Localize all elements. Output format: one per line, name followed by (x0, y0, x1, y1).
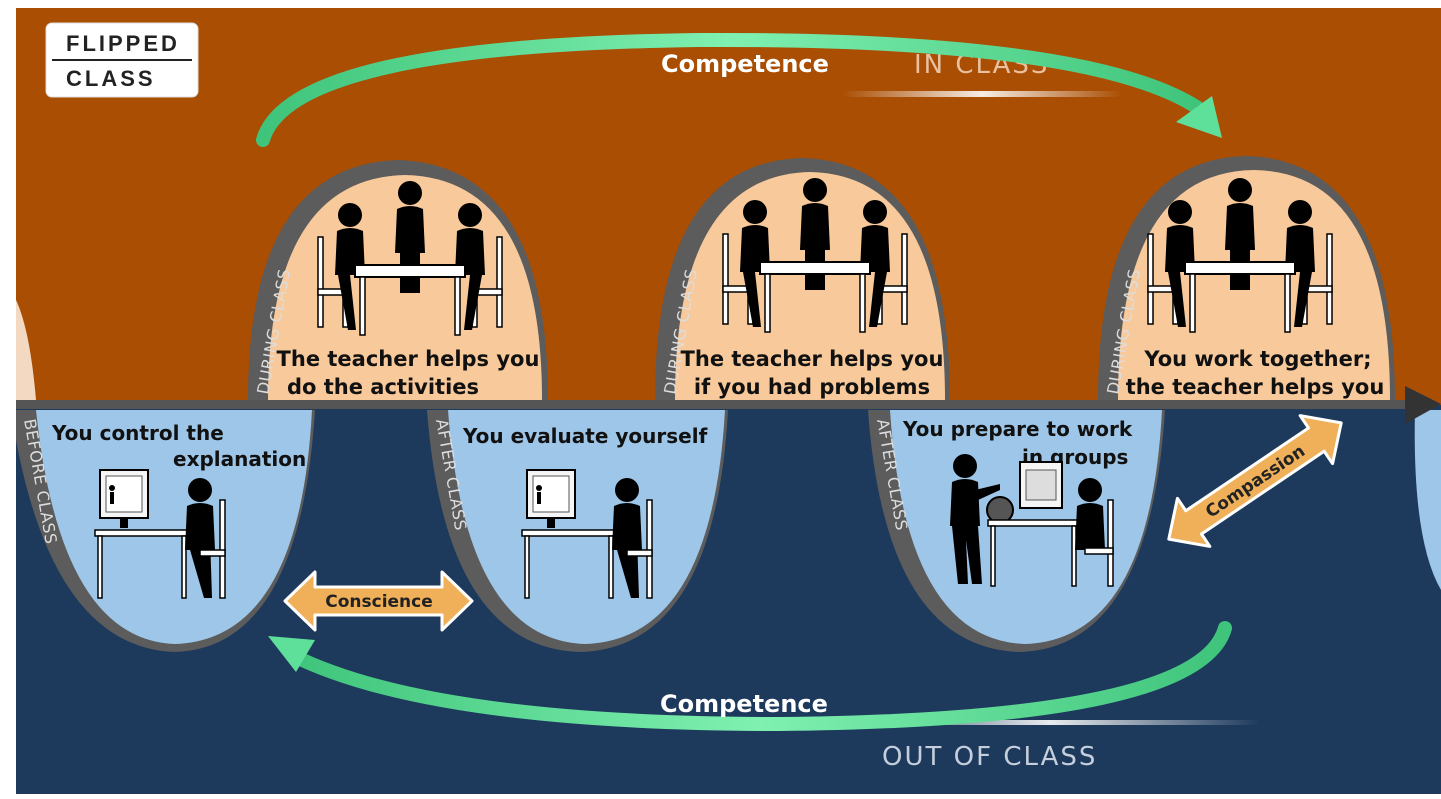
during-bubble-1: DURING CLASS The teacher helps you do th… (248, 160, 548, 400)
during-caption-1b: do the activities (287, 375, 479, 399)
out-of-class-label: OUT OF CLASS (882, 742, 1097, 772)
conscience-label: Conscience (325, 592, 433, 612)
outside-bubble-3: AFTER CLASS You prepare to work in group… (868, 410, 1165, 652)
during-caption-1a: The teacher helps you (277, 347, 540, 371)
outside-bubble-1: BEFORE CLASS You control the explanation (16, 410, 315, 652)
during-caption-3a: You work together; (1143, 347, 1371, 371)
during-caption-2b: if you had problems (694, 375, 930, 399)
logo-line-1: FLIPPED (66, 31, 180, 56)
during-bubble-2: DURING CLASS The teacher helps you if yo… (655, 158, 950, 400)
outside-caption-1b: explanation (173, 447, 306, 471)
outside-caption-2a: You evaluate yourself (462, 424, 708, 448)
outside-caption-1a: You control the (51, 421, 224, 445)
partial-bubble-left (16, 300, 36, 400)
outside-bubble-2: AFTER CLASS You evaluate yourself (427, 410, 728, 652)
timeline-arrow (16, 386, 1441, 424)
during-bubble-3: DURING CLASS You work together; the teac… (1098, 156, 1395, 400)
partial-bubble-right (1414, 410, 1441, 590)
flipped-class-logo: FLIPPED CLASS (45, 22, 199, 98)
during-caption-3b: the teacher helps you (1126, 375, 1385, 399)
competence-arrow-bottom (268, 621, 1232, 732)
competence-label-top: Competence (661, 50, 829, 78)
logo-line-2: CLASS (66, 66, 156, 91)
competence-label-bottom: Competence (660, 690, 828, 718)
during-caption-2a: The teacher helps you (681, 347, 944, 371)
in-class-underline (842, 91, 1122, 97)
outside-caption-3a: You prepare to work (902, 417, 1133, 441)
competence-arrow-top (256, 32, 1222, 147)
conscience-arrow: Conscience (283, 570, 474, 632)
out-of-class-underline (840, 720, 1260, 725)
